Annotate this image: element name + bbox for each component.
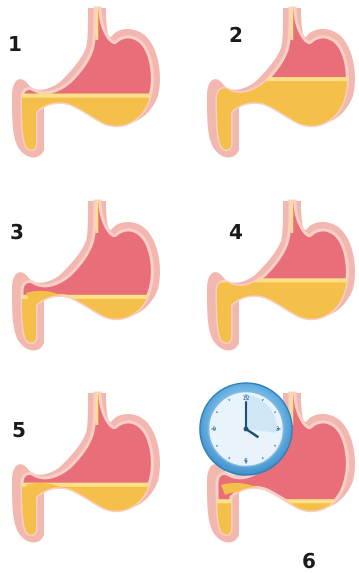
step-5-panel [0, 385, 160, 555]
stomach-5-illustration [0, 385, 170, 565]
stomach-1-illustration [0, 0, 170, 180]
step-4-panel [195, 193, 355, 363]
clock-number-9: 9 [212, 427, 216, 433]
chyme-surface [0, 483, 170, 487]
clock-icon: 12 3 6 9 [198, 381, 294, 477]
clock-number-6: 6 [244, 459, 248, 465]
step-4-label: 4 [229, 220, 243, 244]
stomach-2-illustration [195, 0, 359, 180]
chyme-surface [195, 77, 359, 81]
step-1-panel [0, 0, 160, 170]
step-6-label: 6 [302, 549, 316, 573]
stomach-3-illustration [0, 193, 170, 373]
step-2-panel [195, 0, 355, 170]
chyme-fill [195, 77, 359, 180]
chyme-fill [0, 94, 170, 180]
step-1-label: 1 [8, 32, 22, 56]
step-2-label: 2 [229, 23, 243, 47]
step-3-panel [0, 193, 160, 363]
stomach-4-illustration [195, 193, 359, 373]
chyme-fill [195, 278, 359, 373]
chyme-surface [0, 295, 170, 299]
step-5-label: 5 [12, 418, 26, 442]
step-3-label: 3 [10, 220, 24, 244]
chyme-surface [0, 94, 170, 98]
clock-number-3: 3 [276, 427, 280, 433]
